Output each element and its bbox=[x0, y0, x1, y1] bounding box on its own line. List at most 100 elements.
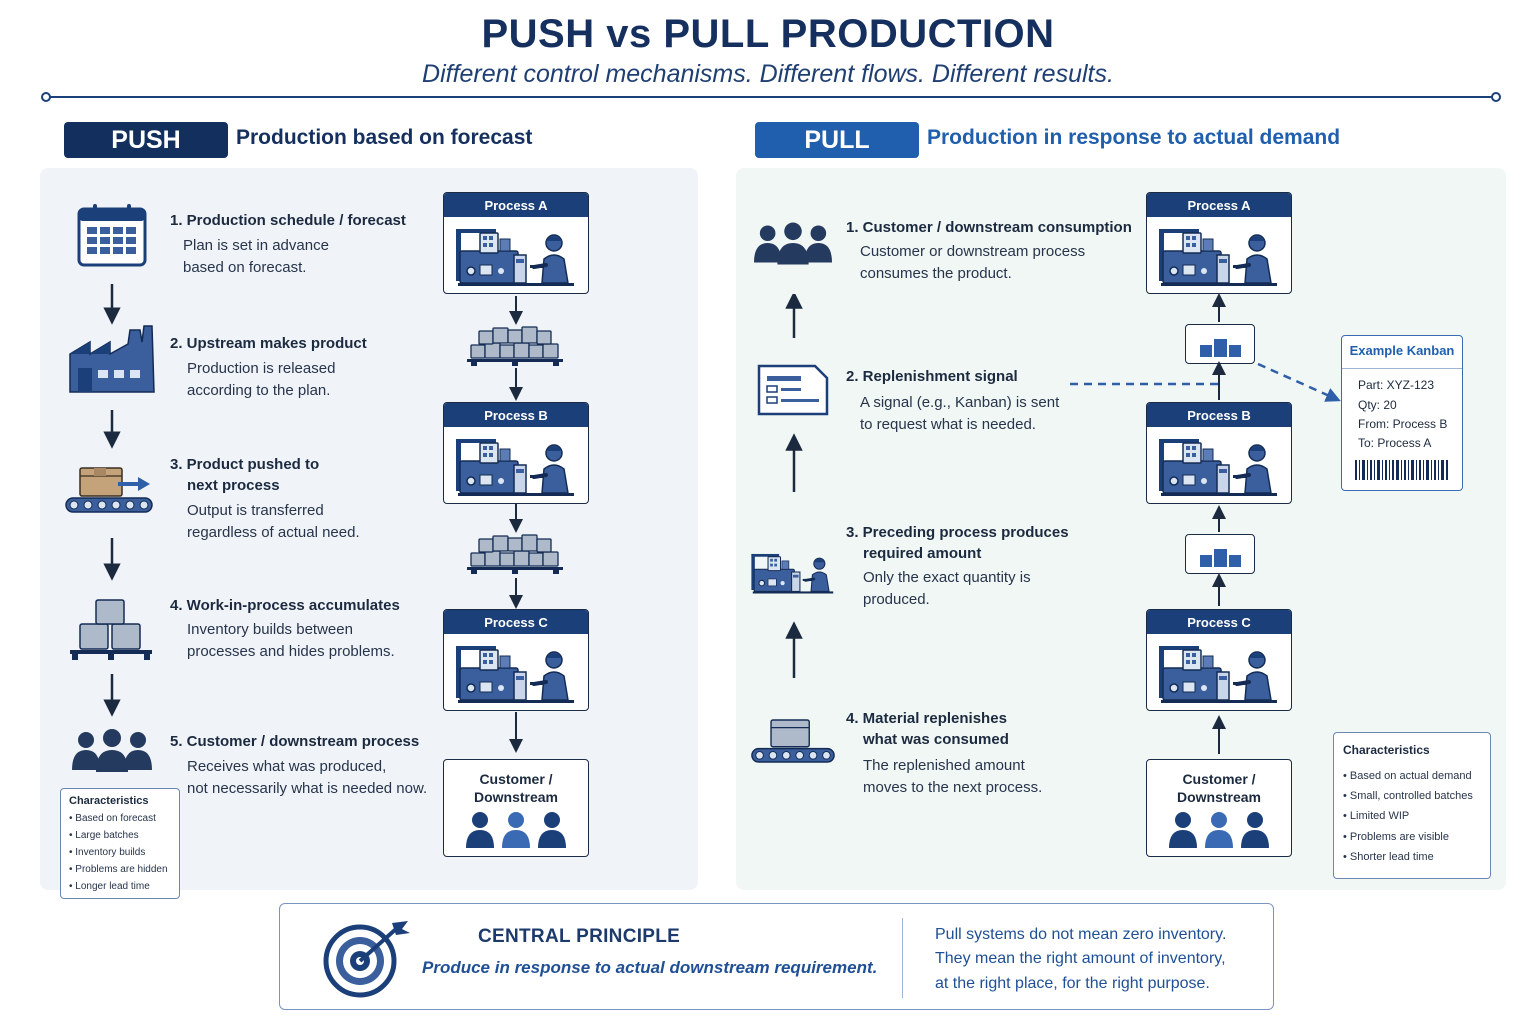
supermarket-bin bbox=[1185, 324, 1255, 364]
pull-step-3-title: 3. Preceding process produces bbox=[846, 524, 1069, 541]
push-step-arrows bbox=[103, 284, 121, 717]
process-label: Process A bbox=[1147, 193, 1291, 217]
pull-customer-box: Customer /Downstream bbox=[1146, 759, 1292, 857]
target-icon bbox=[323, 921, 410, 998]
push-step-4-title: 4. Work-in-process accumulates bbox=[170, 597, 400, 614]
supermarket-bin bbox=[1185, 534, 1255, 574]
push-process-b: Process B bbox=[443, 402, 589, 504]
pull-step-arrows bbox=[785, 294, 803, 678]
pull-process-c: Process C bbox=[1146, 609, 1292, 711]
push-process-c: Process C bbox=[443, 609, 589, 711]
people-icon bbox=[754, 222, 832, 265]
push-step-3-desc-line1: Output is transferred bbox=[187, 502, 324, 519]
kanban-from: From: Process B bbox=[1358, 417, 1448, 431]
process-label: Process A bbox=[444, 193, 588, 217]
push-characteristics-box: Characteristics • Based on forecast • La… bbox=[60, 788, 180, 899]
pull-step-2-desc-line2: to request what is needed. bbox=[860, 416, 1036, 433]
push-char-item: • Large batches bbox=[69, 830, 139, 841]
push-characteristics-title: Characteristics bbox=[69, 795, 149, 807]
push-char-item: • Problems are hidden bbox=[69, 864, 168, 875]
push-char-item: • Based on forecast bbox=[69, 813, 156, 824]
push-customer-box: Customer /Downstream bbox=[443, 759, 589, 857]
page-title: PUSH vs PULL PRODUCTION bbox=[481, 12, 1055, 56]
kanban-title: Example Kanban bbox=[1349, 343, 1455, 358]
push-tag: PUSH bbox=[64, 122, 228, 158]
push-step-2-desc-line2: according to the plan. bbox=[187, 382, 331, 399]
pull-step-4-desc-line2: moves to the next process. bbox=[863, 779, 1043, 796]
bins-icon bbox=[1200, 339, 1241, 357]
push-step-2-title: 2. Upstream makes product bbox=[170, 335, 367, 352]
calendar-icon bbox=[77, 204, 147, 267]
pull-step-1-desc-line2: consumes the product. bbox=[860, 265, 1012, 282]
push-step-1-desc-line1: Plan is set in advance bbox=[183, 237, 329, 254]
people-icon bbox=[464, 810, 568, 850]
pull-step-4-desc-line1: The replenished amount bbox=[863, 757, 1025, 774]
conveyor-box-icon bbox=[65, 467, 153, 513]
process-label: Process B bbox=[1147, 403, 1291, 427]
central-principle-title: CENTRAL PRINCIPLE bbox=[478, 926, 681, 947]
conveyor-box-icon bbox=[750, 716, 836, 766]
push-step-2-desc-line1: Production is released bbox=[187, 360, 336, 377]
push-flow-arrows bbox=[509, 296, 523, 753]
pull-step-4-title-line2: what was consumed bbox=[863, 731, 1009, 748]
pull-step-3-title-line2: required amount bbox=[863, 545, 982, 562]
pull-char-item: • Problems are visible bbox=[1343, 831, 1449, 843]
kanban-qty: Qty: 20 bbox=[1358, 398, 1397, 412]
push-step-3-title: 3. Product pushed to bbox=[170, 456, 320, 473]
page-subtitle: Different control mechanisms. Different … bbox=[422, 60, 1114, 88]
kanban-to: To: Process A bbox=[1358, 436, 1432, 450]
push-step-3-desc-line2: regardless of actual need. bbox=[187, 524, 360, 541]
pull-process-b: Process B bbox=[1146, 402, 1292, 504]
push-step-5-title: 5. Customer / downstream process bbox=[170, 733, 420, 750]
factory-icon bbox=[69, 325, 155, 393]
pull-char-item: • Small, controlled batches bbox=[1343, 790, 1473, 802]
kanban-divider bbox=[1342, 368, 1462, 369]
pull-characteristics-title: Characteristics bbox=[1343, 743, 1430, 757]
workstation-icon bbox=[1157, 221, 1281, 289]
stacked-boxes-icon bbox=[70, 599, 152, 660]
push-step-3-title-line2: next process bbox=[187, 477, 280, 494]
pull-characteristics-box: Characteristics • Based on actual demand… bbox=[1333, 732, 1491, 879]
pull-subtitle: Production in response to actual demand bbox=[927, 126, 1341, 149]
pull-step-3-desc-line1: Only the exact quantity is bbox=[863, 569, 1031, 586]
push-step-1-title: 1. Production schedule / forecast bbox=[170, 212, 406, 229]
central-principle-box bbox=[279, 903, 1274, 1010]
pull-char-item: • Limited WIP bbox=[1343, 810, 1410, 822]
central-principle-text: Produce in response to actual downstream… bbox=[422, 958, 878, 977]
push-process-a: Process A bbox=[443, 192, 589, 294]
pull-step-1-title: 1. Customer / downstream consumption bbox=[846, 219, 1132, 236]
people-icon bbox=[72, 729, 152, 772]
push-char-item: • Inventory builds bbox=[69, 847, 146, 858]
push-step-5-desc-line2: not necessarily what is needed now. bbox=[187, 780, 428, 797]
pull-step-1-desc-line1: Customer or downstream process bbox=[860, 243, 1086, 260]
principle-note-line3: at the right place, for the right purpos… bbox=[935, 975, 1210, 992]
barcode-icon bbox=[1355, 460, 1448, 480]
pull-char-item: • Shorter lead time bbox=[1343, 851, 1434, 863]
process-label: Process C bbox=[1147, 610, 1291, 634]
principle-note-line2: They mean the right amount of inventory, bbox=[935, 950, 1226, 967]
kanban-card-icon bbox=[757, 364, 829, 416]
kanban-card: Example Kanban Part: XYZ-123 Qty: 20 Fro… bbox=[1341, 335, 1463, 491]
pull-step-3-desc-line2: produced. bbox=[863, 591, 930, 608]
title-divider bbox=[41, 92, 1501, 102]
customer-label: Customer /Downstream bbox=[473, 771, 559, 805]
push-char-item: • Longer lead time bbox=[69, 881, 150, 892]
push-step-1-desc-line2: based on forecast. bbox=[183, 259, 307, 276]
workstation-icon bbox=[454, 221, 578, 289]
principle-note-line1: Pull systems do not mean zero inventory. bbox=[935, 926, 1227, 943]
pull-step-2-desc-line1: A signal (e.g., Kanban) is sent bbox=[860, 394, 1060, 411]
kanban-signal-lines bbox=[1070, 362, 1341, 402]
kanban-part: Part: XYZ-123 bbox=[1358, 378, 1435, 392]
pull-tag: PULL bbox=[755, 122, 919, 158]
push-subtitle: Production based on forecast bbox=[236, 126, 533, 149]
pull-step-4-title: 4. Material replenishes bbox=[846, 710, 1007, 727]
pull-flow-arrows bbox=[1212, 294, 1226, 754]
people-icon bbox=[1167, 810, 1271, 850]
push-step-4-desc-line1: Inventory builds between bbox=[187, 621, 353, 638]
pull-step-2-title: 2. Replenishment signal bbox=[846, 368, 1018, 385]
pull-char-item: • Based on actual demand bbox=[1343, 770, 1472, 782]
customer-label: Customer /Downstream bbox=[1176, 771, 1262, 805]
push-step-5-desc-line1: Receives what was produced, bbox=[187, 758, 387, 775]
process-label: Process C bbox=[444, 610, 588, 634]
push-step-4-desc-line2: processes and hides problems. bbox=[187, 643, 395, 660]
